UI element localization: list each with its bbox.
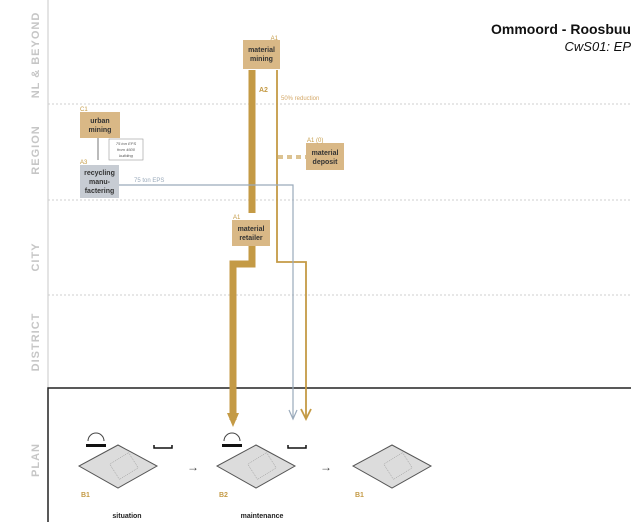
node-label: factering bbox=[85, 188, 115, 195]
node-material-mining bbox=[243, 40, 280, 69]
scale-label-nl-beyond: NL & BEYOND bbox=[30, 12, 42, 99]
page-subtitle: CwS01: EP bbox=[565, 39, 631, 54]
flow-reduced bbox=[276, 70, 307, 418]
node-label: material bbox=[312, 150, 339, 157]
note-line: building bbox=[119, 153, 134, 158]
plan-tile-situation bbox=[77, 444, 159, 489]
scale-label-region: REGION bbox=[30, 125, 42, 174]
layer-bar-icon bbox=[222, 444, 242, 447]
layer-bracket-icon bbox=[287, 445, 307, 449]
stage-code: B1 bbox=[355, 492, 364, 499]
plan-frame bbox=[47, 387, 631, 522]
node-label: manu- bbox=[89, 179, 111, 186]
note-line: from 4600 bbox=[117, 147, 136, 152]
node-label: material bbox=[238, 226, 265, 233]
layer-bar-icon bbox=[86, 444, 106, 447]
node-label: mining bbox=[250, 56, 273, 63]
plan-tile-hatch bbox=[247, 452, 277, 480]
flow-label-reduction: 50% reduction bbox=[281, 96, 319, 102]
stage-code: B1 bbox=[81, 492, 90, 499]
node-recycling bbox=[80, 165, 119, 198]
plan-tile-hatch bbox=[383, 452, 413, 480]
node-code: A1 bbox=[271, 36, 279, 42]
node-label: mining bbox=[89, 127, 112, 134]
node-urban-mining bbox=[80, 112, 120, 138]
node-code: A1 bbox=[233, 215, 241, 221]
flow-label-recycling: 75 ton EPS bbox=[134, 178, 164, 184]
plan-tile-maintenance bbox=[215, 444, 297, 489]
note-line: 75 ton EPS bbox=[116, 141, 137, 146]
node-label: retailer bbox=[239, 235, 263, 242]
layer-dome-icon bbox=[87, 432, 105, 442]
stage-arrow-icon: → bbox=[320, 460, 332, 474]
node-material-deposit bbox=[306, 143, 344, 170]
stage-label: maintenance bbox=[241, 513, 284, 520]
node-label: urban bbox=[90, 118, 109, 125]
stage-label: situation bbox=[112, 513, 141, 520]
node-label: recycling bbox=[84, 170, 115, 177]
flow-recycling-arrowhead bbox=[288, 409, 298, 421]
node-label: deposit bbox=[313, 159, 339, 166]
stage-arrow-icon: → bbox=[187, 460, 199, 474]
urban-mining-note bbox=[108, 138, 144, 161]
node-code: C1 bbox=[80, 107, 88, 113]
node-label: material bbox=[248, 47, 275, 54]
stage-code: B2 bbox=[219, 492, 228, 499]
flow-recycling bbox=[119, 184, 294, 418]
node-code: A1 (0) bbox=[307, 138, 323, 144]
node-material-retailer bbox=[232, 220, 270, 246]
layer-bracket-icon bbox=[153, 445, 173, 449]
plan-tile-result bbox=[351, 444, 433, 489]
scale-label-district: DISTRICT bbox=[30, 313, 42, 372]
flow-label-a2: A2 bbox=[259, 87, 268, 94]
scale-label-city: CITY bbox=[30, 242, 42, 271]
flow-main-arrowhead bbox=[227, 413, 239, 427]
scale-label-plan: PLAN bbox=[30, 443, 42, 477]
flow-retailer-to-plan bbox=[229, 246, 256, 420]
page-title: Ommoord - Roosbuu bbox=[491, 21, 631, 37]
flow-reduced-arrowhead bbox=[300, 408, 312, 422]
node-code: A3 bbox=[80, 160, 88, 166]
layer-dome-icon bbox=[223, 432, 241, 442]
